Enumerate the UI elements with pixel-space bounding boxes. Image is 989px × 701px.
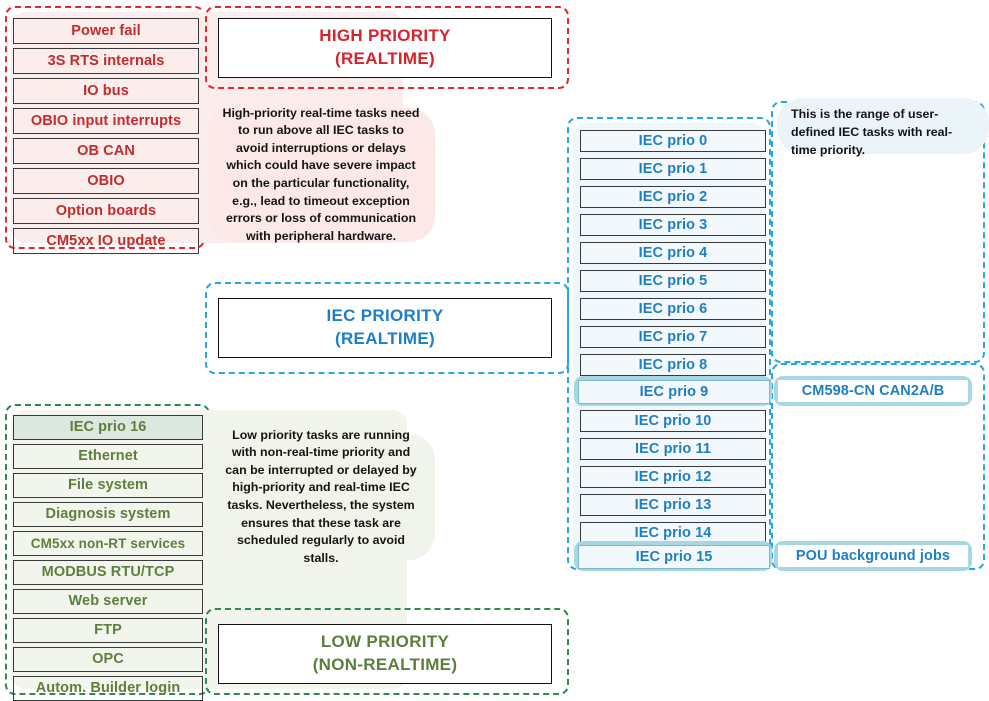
- iec-priority-item-list: IEC prio 0 IEC prio 1 IEC prio 2 IEC pri…: [567, 128, 987, 571]
- iec-priority-item[interactable]: IEC prio 3: [580, 214, 766, 236]
- high-priority-callout: High-priority real-time tasks need to ru…: [207, 106, 435, 243]
- iec-mapped-task-highlight: CM598-CN CAN2A/B: [774, 376, 972, 406]
- iec-priority-item-highlight: IEC prio 9: [574, 376, 772, 406]
- iec-mapped-task-highlight: POU background jobs: [774, 541, 972, 571]
- high-priority-callout-text: High-priority real-time tasks need to ru…: [222, 105, 420, 243]
- low-priority-item[interactable]: OPC: [13, 647, 203, 672]
- low-priority-item[interactable]: Web server: [13, 589, 203, 614]
- iec-priority-item[interactable]: IEC prio 12: [580, 466, 766, 488]
- iec-priority-callout-text: This is the range of user-defined IEC ta…: [791, 107, 953, 157]
- high-priority-item[interactable]: OB CAN: [13, 138, 199, 164]
- low-priority-callout-text: Low priority tasks are running with non-…: [225, 427, 417, 565]
- low-priority-item[interactable]: FTP: [13, 618, 203, 643]
- iec-priority-callout: This is the range of user-defined IEC ta…: [777, 98, 989, 157]
- low-priority-item[interactable]: MODBUS RTU/TCP: [13, 560, 203, 585]
- iec-priority-item[interactable]: IEC prio 2: [580, 186, 766, 208]
- low-priority-item[interactable]: Autom. Builder login: [13, 676, 203, 701]
- iec-priority-item[interactable]: IEC prio 7: [580, 326, 766, 348]
- high-priority-title-outline: [205, 6, 569, 89]
- low-priority-item[interactable]: IEC prio 16: [13, 415, 203, 440]
- iec-priority-item[interactable]: IEC prio 5: [580, 270, 766, 292]
- iec-priority-item[interactable]: IEC prio 13: [580, 494, 766, 516]
- iec-priority-title-line2: (REALTIME): [335, 329, 435, 348]
- iec-priority-item[interactable]: IEC prio 11: [580, 438, 766, 460]
- iec-priority-item[interactable]: IEC prio 9: [578, 380, 770, 404]
- iec-priority-item-highlight: IEC prio 15: [574, 541, 772, 571]
- iec-mapped-task[interactable]: POU background jobs: [778, 545, 968, 567]
- iec-priority-item[interactable]: IEC prio 15: [578, 545, 770, 569]
- iec-priority-item[interactable]: IEC prio 8: [580, 354, 766, 376]
- iec-priority-item[interactable]: IEC prio 0: [580, 130, 766, 152]
- high-priority-item[interactable]: Power fail: [13, 18, 199, 44]
- high-priority-item[interactable]: OBIO input interrupts: [13, 108, 199, 134]
- high-priority-title-box: HIGH PRIORITY (REALTIME): [218, 18, 552, 78]
- low-priority-item-list: IEC prio 16 Ethernet File system Diagnos…: [13, 415, 203, 701]
- iec-priority-item[interactable]: IEC prio 6: [580, 298, 766, 320]
- low-priority-title-line2: (NON-REALTIME): [312, 655, 458, 674]
- high-priority-title-line1: HIGH PRIORITY: [319, 26, 451, 46]
- iec-priority-item[interactable]: IEC prio 1: [580, 158, 766, 180]
- high-priority-item[interactable]: OBIO: [13, 168, 199, 194]
- low-priority-title-line1: LOW PRIORITY: [320, 632, 450, 652]
- iec-priority-title-box: IEC PRIORITY (REALTIME): [218, 298, 552, 358]
- iec-priority-item[interactable]: IEC prio 4: [580, 242, 766, 264]
- low-priority-item[interactable]: CM5xx non-RT services: [13, 531, 203, 556]
- low-priority-title-box: LOW PRIORITY (NON-REALTIME): [218, 624, 552, 684]
- high-priority-item-list: Power fail 3S RTS internals IO bus OBIO …: [13, 18, 199, 254]
- iec-priority-title-line1: IEC PRIORITY: [326, 306, 444, 326]
- low-priority-item[interactable]: Diagnosis system: [13, 502, 203, 527]
- high-priority-item[interactable]: Option boards: [13, 198, 199, 224]
- high-priority-item[interactable]: IO bus: [13, 78, 199, 104]
- low-priority-callout: Low priority tasks are running with non-…: [207, 428, 435, 565]
- high-priority-title-line2: (REALTIME): [335, 49, 435, 68]
- low-priority-title-outline: [205, 608, 569, 695]
- iec-mapped-task[interactable]: CM598-CN CAN2A/B: [778, 380, 968, 402]
- high-priority-item[interactable]: 3S RTS internals: [13, 48, 199, 74]
- high-priority-item[interactable]: CM5xx IO update: [13, 228, 199, 254]
- low-priority-item[interactable]: File system: [13, 473, 203, 498]
- low-priority-item[interactable]: Ethernet: [13, 444, 203, 469]
- iec-priority-item[interactable]: IEC prio 10: [580, 410, 766, 432]
